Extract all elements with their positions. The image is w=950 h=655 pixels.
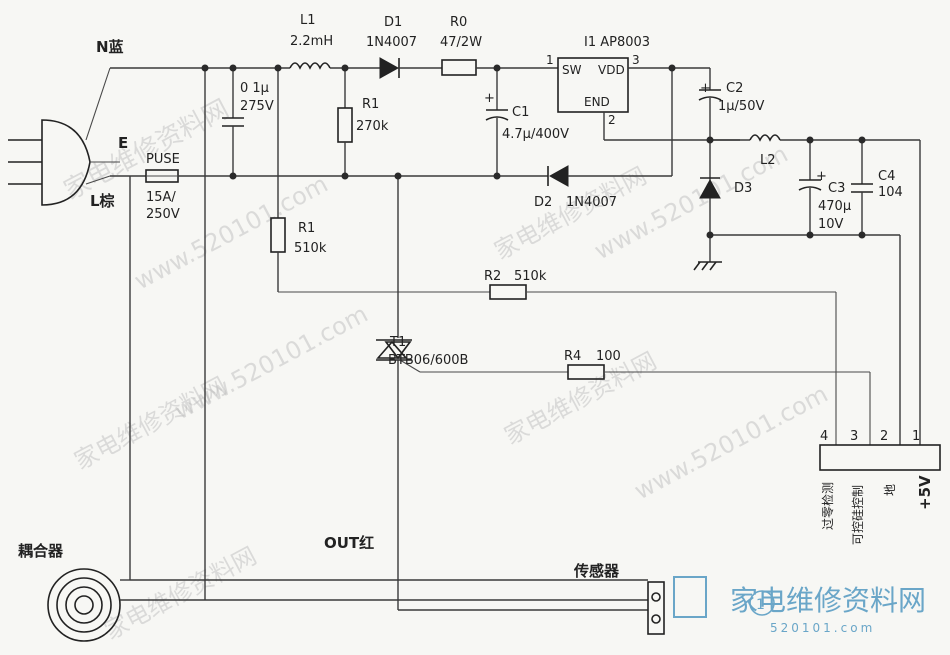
d3-label: D3: [734, 181, 752, 196]
sensor: [130, 579, 665, 635]
watermark-url: www.520101.com: [170, 300, 373, 426]
c1-label: C1: [512, 105, 529, 120]
c1-value: 4.7μ/400V: [502, 127, 569, 142]
top-rail: [110, 57, 558, 79]
coupler-coil: [47, 568, 205, 642]
e-line-label: E: [118, 134, 128, 152]
l2-inductor: [710, 134, 920, 142]
ic-pin1: 1: [546, 53, 554, 67]
c4-value: 104: [878, 185, 903, 200]
fuse-rating-2: 250V: [146, 207, 180, 222]
r4-value: 100: [596, 349, 621, 364]
fuse-rating-1: 15A/: [146, 190, 176, 205]
connector-signal-5v: +5V: [916, 475, 934, 510]
r0-label: R0: [450, 15, 467, 30]
sensor-label: 传感器: [573, 562, 620, 580]
c3-value-2: 10V: [818, 217, 844, 232]
c1-capacitor: [485, 68, 509, 176]
ic-pin-sw: SW: [562, 63, 582, 77]
d1-label: D1: [384, 15, 402, 30]
c2-capacitor: [698, 68, 722, 235]
l1-value: 2.2mH: [290, 34, 333, 49]
ic-pin-vdd: VDD: [598, 63, 625, 77]
logo-text: 家电维修资料网: [730, 584, 926, 617]
ic-pin-end: END: [584, 95, 610, 109]
r4-resistor: [420, 364, 871, 445]
r2-label: R2: [484, 269, 501, 284]
ic-pin2: 2: [608, 113, 616, 127]
ground-icon: [693, 235, 722, 271]
site-logo: 1 家电维修资料网 520101.com: [673, 576, 926, 635]
d2-value: 1N4007: [566, 195, 617, 210]
logo-url: 520101.com: [770, 621, 875, 635]
c2-label: C2: [726, 81, 743, 96]
watermark-layer: 家电维修资料网 家电维修资料网 家电维修资料网 家电维修资料网 www.5201…: [59, 94, 832, 645]
d2-label: D2: [534, 195, 552, 210]
c1-plus: +: [484, 91, 495, 106]
r0-value: 47/2W: [440, 35, 482, 50]
d3-diode: [699, 177, 721, 199]
connector-pin1: 1: [912, 429, 920, 444]
n-line-label: N蓝: [96, 38, 124, 56]
c3-value-1: 470μ: [818, 199, 851, 214]
connector-pin4: 4: [820, 429, 828, 444]
r1-510k: [270, 68, 837, 445]
l2-label: L2: [760, 153, 776, 168]
logo-circle-number: 1: [756, 597, 765, 613]
c2-value: 1μ/50V: [718, 99, 764, 114]
ic-ap8003: [557, 57, 740, 176]
x-capacitor: [222, 68, 244, 176]
c4-capacitor: [851, 140, 873, 235]
t1-value: BTB06/600B: [388, 353, 468, 368]
r1b-value: 510k: [294, 241, 327, 256]
r1a-value: 270k: [356, 119, 389, 134]
connector-pin3: 3: [850, 429, 858, 444]
r1b-label: R1: [298, 221, 315, 236]
coupler-label: 耦合器: [18, 542, 64, 560]
triac-t1: [376, 176, 421, 610]
r1a-label: R1: [362, 97, 379, 112]
fuse-label: PUSE: [146, 152, 180, 167]
connector-pin2: 2: [880, 429, 888, 444]
connector-signal-triac: 可控硅控制: [851, 485, 865, 545]
connector-signal-zero-cross: 过零检测: [820, 482, 835, 530]
r2-value: 510k: [514, 269, 547, 284]
fuse: [110, 169, 345, 183]
junction-dots: [201, 64, 866, 239]
cap-x-voltage: 275V: [240, 99, 274, 114]
d1-value: 1N4007: [366, 35, 417, 50]
logo-circle-icon: [749, 590, 775, 616]
l1-label: L1: [300, 13, 316, 28]
t1-label: T1: [389, 335, 406, 350]
c4-label: C4: [878, 169, 895, 184]
mains-plug: [8, 67, 120, 206]
l-line-label: L棕: [90, 192, 115, 210]
ic-pin3: 3: [632, 53, 640, 67]
r4-label: R4: [564, 349, 581, 364]
r1-270k: [337, 68, 353, 176]
d2-diode: [547, 165, 672, 187]
ic-label: I1 AP8003: [584, 35, 650, 50]
c2-plus: +: [700, 81, 711, 96]
c3-plus: +: [816, 169, 827, 184]
control-connector: [819, 444, 941, 471]
out-label: OUT红: [324, 534, 374, 552]
connector-signal-ground: 地: [883, 484, 897, 496]
c3-label: C3: [828, 181, 845, 196]
watermark-url: www.520101.com: [630, 380, 833, 506]
watermark-text: 家电维修资料网: [100, 542, 261, 646]
cap-x-label: 0 1μ: [240, 81, 269, 96]
c3-capacitor: [798, 140, 822, 235]
